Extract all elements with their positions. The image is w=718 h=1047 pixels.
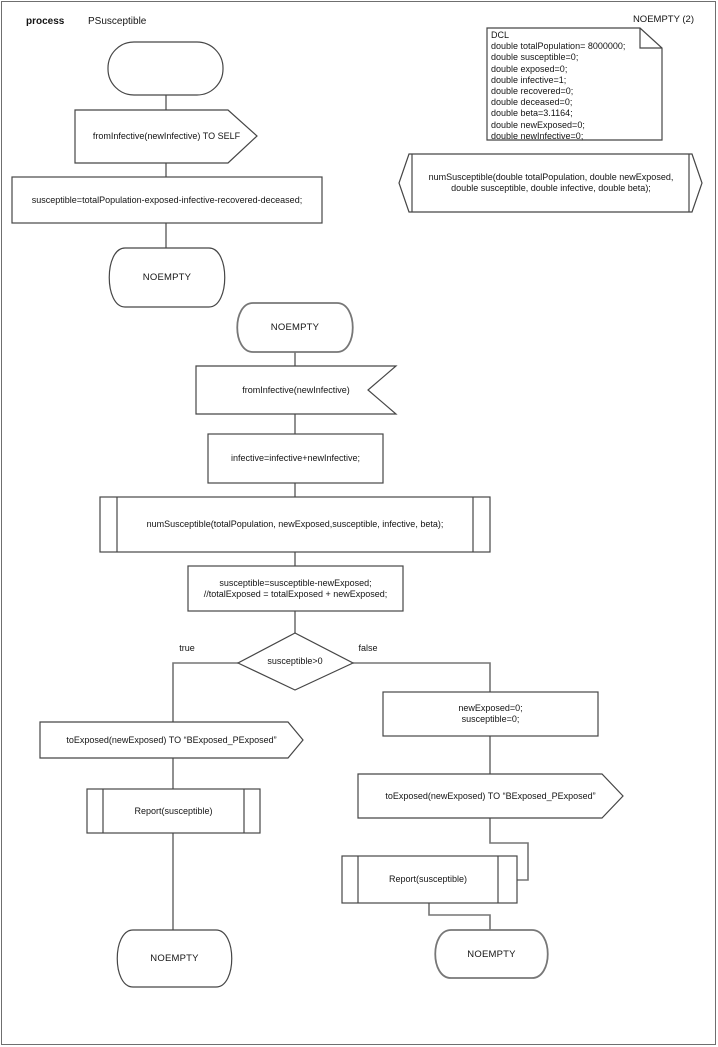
task-infective-label: infective=infective+newInfective;: [230, 453, 361, 463]
output-toexposed-right-label: toExposed(newExposed) TO “BExposed_PExpo…: [385, 790, 596, 801]
output-toexposed-right-shape: [357, 773, 624, 819]
connector-report-to-state-right: [428, 903, 491, 930]
note-fold-icon: [639, 28, 662, 49]
procedure-call-label: numSusceptible(totalPopulation, newExpos…: [146, 519, 444, 529]
output-to-self-shape: [74, 109, 258, 164]
decision-label: susceptible>0: [267, 656, 323, 666]
state-noempty-3-shape: [116, 929, 233, 988]
output-to-self-label: fromInfective(newInfective) TO SELF: [92, 131, 241, 141]
connector-output-to-report-right: [489, 818, 529, 881]
process-name: PSusceptible: [88, 16, 147, 27]
state-noempty-1-label: NOEMPTY: [142, 272, 192, 283]
report-right-side-bars: [357, 856, 499, 903]
task-infective-shape: [207, 433, 384, 484]
task-update-shape: [187, 565, 404, 612]
procedure-call-shape: [99, 496, 491, 553]
state-noempty-1-shape: [108, 247, 226, 308]
declaration-note-shape: [486, 27, 663, 141]
state-noempty-4-shape: [434, 929, 549, 979]
report-call-right-shape: [341, 855, 518, 904]
dcl-declarations-text: DCL double totalPopulation= 8000000; dou…: [491, 30, 626, 141]
state-noempty-4-label: NOEMPTY: [467, 948, 516, 960]
connector-decision-false: [353, 662, 491, 692]
report-call-left-shape: [86, 788, 261, 834]
task-init-label: susceptible=totalPopulation-exposed-infe…: [31, 194, 303, 205]
procedure-declaration-shape: [398, 153, 703, 213]
state-noempty-2-shape: [236, 302, 354, 353]
branch-true-label: true: [179, 642, 195, 653]
report-call-left-label: Report(susceptible): [134, 805, 213, 816]
procedure-declaration-side-bars: [411, 154, 690, 212]
task-update-label: susceptible=susceptible-newExposed; //to…: [203, 577, 388, 599]
input-signal-shape: [195, 365, 398, 415]
report-left-side-bars: [102, 789, 245, 833]
start-symbol: [107, 41, 224, 96]
procedure-declaration-text: numSusceptible(double totalPopulation, d…: [428, 172, 674, 193]
decision-shape: [236, 632, 355, 691]
process-kind-label: process: [26, 16, 65, 27]
state-noempty-3-label: NOEMPTY: [150, 953, 199, 964]
state-noempty-2-label: NOEMPTY: [270, 322, 320, 333]
task-reset-shape: [382, 691, 599, 737]
report-call-right-label: Report(susceptible): [388, 874, 468, 884]
connector-decision-true: [172, 662, 238, 722]
task-init-shape: [11, 176, 323, 224]
page-label: NOEMPTY (2): [632, 14, 694, 25]
output-toexposed-left-shape: [39, 721, 304, 759]
branch-false-label: false: [358, 642, 378, 653]
input-signal-label: fromInfective(newInfective): [242, 384, 350, 395]
output-toexposed-left-label: toExposed(newExposed) TO “BExposed_PExpo…: [66, 734, 277, 745]
task-reset-label: newExposed=0; susceptible=0;: [458, 703, 523, 724]
procedure-call-side-bars: [116, 497, 474, 552]
